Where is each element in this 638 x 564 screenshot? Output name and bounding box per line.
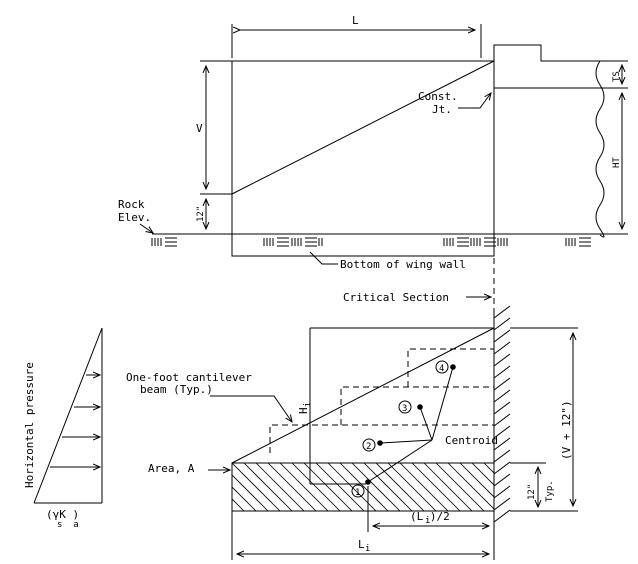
abutment-face-hatch (493, 305, 511, 523)
label-typ: Typ. (545, 480, 555, 502)
svg-text:2: 2 (366, 442, 371, 452)
label-horizontal-pressure: Horizontal pressure (23, 362, 36, 488)
label-jt: Jt. (432, 103, 452, 116)
const-jt-leader (458, 93, 491, 109)
wall-slope-line (231, 60, 495, 195)
svg-text:i: i (365, 544, 370, 554)
label-l: L (352, 14, 359, 27)
centroid-leaders (367, 366, 454, 483)
label-v-plus-12: (V + 12") (560, 400, 573, 460)
svg-text:3: 3 (402, 404, 407, 414)
label-one-foot-2: beam (Typ.) (140, 383, 213, 396)
svg-text:1: 1 (355, 488, 360, 498)
abutment-parapet (493, 44, 600, 62)
area-a-hatching (232, 463, 494, 511)
pressure-arrows (50, 375, 100, 467)
elevation-view: L V 12" TS HT Const. Jt. Rock Elev. (118, 14, 628, 510)
svg-text:4: 4 (439, 364, 444, 374)
label-ht: HT (612, 157, 622, 168)
label-pressure-subscripts: s a (57, 520, 79, 530)
label-const: Const. (418, 90, 458, 103)
break-line (595, 60, 605, 238)
section-view: 1 2 3 4 Centroid One-foot cantilever bea… (126, 305, 578, 560)
label-bottom-wing-wall: Bottom of wing wall (340, 258, 466, 271)
label-centroid: Centroid (445, 434, 498, 447)
strip-number-3: 3 (398, 400, 412, 414)
label-hi: Hi (297, 402, 313, 414)
strip-number-2: 2 (362, 438, 376, 452)
strip-number-4: 4 (435, 360, 449, 374)
label-critical-section: Critical Section (343, 291, 449, 304)
strip-number-1: 1 (351, 484, 365, 498)
label-li-half: (L )/2 (410, 510, 450, 523)
one-foot-leader (210, 395, 292, 422)
svg-text:i: i (425, 516, 430, 526)
label-ts: TS (612, 71, 622, 82)
label-pressure-formula: (γK ) (46, 508, 79, 521)
earth-symbols (151, 237, 591, 247)
label-one-foot-1: One-foot cantilever (126, 371, 252, 384)
label-rock: Rock (118, 198, 145, 211)
label-elev: Elev. (118, 211, 151, 224)
label-li: L (358, 538, 365, 551)
bottom-wing-wall-leader (309, 251, 338, 265)
label-area-a: Area, A (148, 462, 195, 475)
label-12in-top: 12" (196, 206, 206, 222)
cantilever-strips (269, 348, 494, 453)
pressure-diagram: Horizontal pressure (γK ) s a (23, 327, 103, 530)
section-slope-line (231, 327, 495, 464)
label-12in-bottom: 12" (527, 484, 537, 500)
label-v: V (196, 122, 203, 135)
